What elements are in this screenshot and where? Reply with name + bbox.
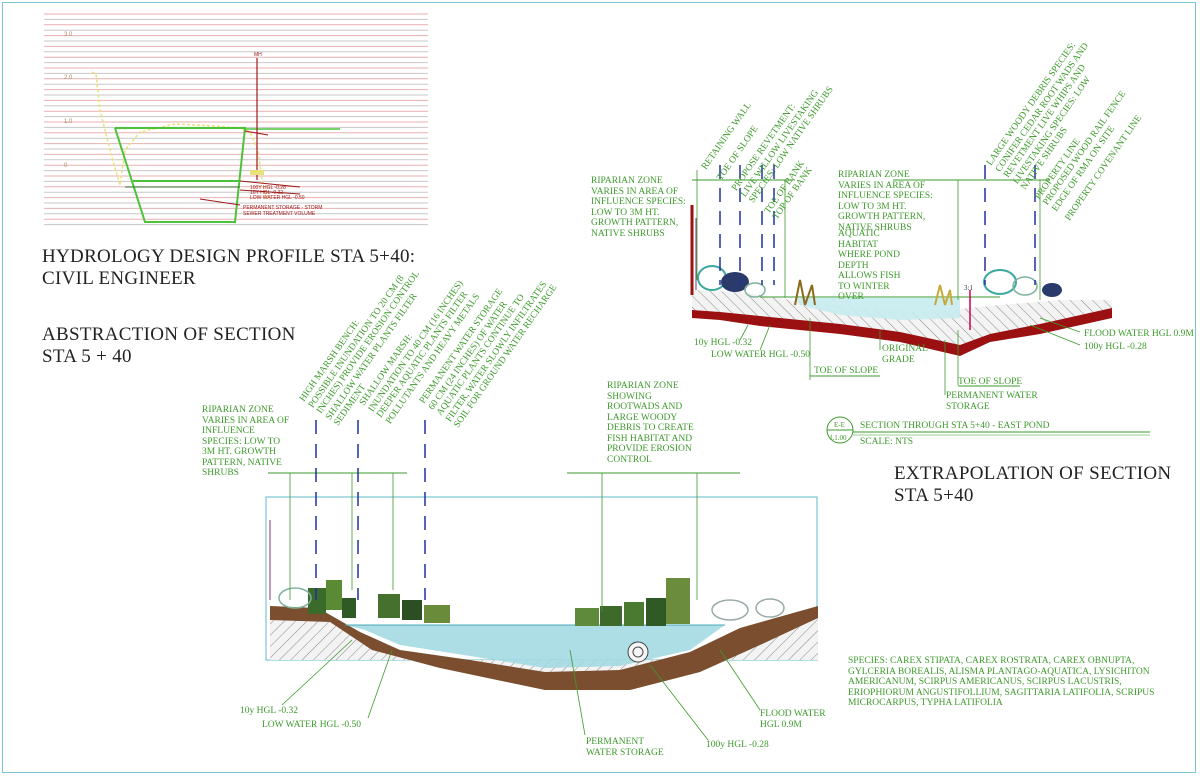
profile-leader-3	[199, 198, 241, 206]
section-id: E-E	[834, 421, 845, 429]
profile-pond-outline	[114, 127, 247, 223]
extrapolation-riparian-left: RIPARIAN ZONE VARIES IN AREA OF INFLUENC…	[591, 176, 686, 239]
abstraction-low-water: LOW WATER HGL -0.50	[262, 720, 362, 730]
abstraction-riparian-right: RIPARIAN ZONE SHOWING ROOTWADS AND LARGE…	[607, 381, 694, 465]
profile-leader-2	[239, 189, 301, 195]
profile-label-100y: 100y HGL -0.28	[250, 185, 286, 191]
profile-label-perm: PERMANENT STORAGE - STORM	[243, 205, 323, 211]
profile-leader-4	[244, 130, 269, 136]
extrapolation-water	[795, 298, 960, 320]
abstraction-flood: FLOOD WATER HGL 0.9M	[760, 709, 826, 730]
abstraction-permanent: PERMANENT WATER STORAGE	[586, 737, 664, 758]
profile-label-10y: 10y HGL -0.32	[250, 190, 284, 196]
abstraction-vegetation-left	[278, 580, 450, 623]
extrapolation-subsoil	[692, 290, 1112, 354]
abstraction-hgl-100y: 100y HGL -0.28	[706, 740, 769, 750]
extrapolation-title-line1: EXTRAPOLATION OF SECTION	[894, 463, 1172, 484]
section-caption: SECTION THROUGH STA 5+40 - EAST POND	[860, 421, 1050, 431]
abstraction-topsoil	[270, 606, 818, 690]
sheet-id: L1.00	[830, 434, 847, 442]
extrapolation-original-grade: ORIGINAL GRADE	[882, 344, 928, 365]
abstraction-pipe	[627, 641, 649, 663]
extrapolation-vegetation	[697, 265, 1062, 306]
extrapolation-clay-liner	[692, 308, 1112, 356]
extrapolation-toe-left: TOE OF SLOPE	[814, 366, 879, 376]
abstraction-vegetation-right	[575, 578, 785, 626]
abstraction-riparian-left: RIPARIAN ZONE VARIES IN AREA OF INFLUENC…	[202, 405, 290, 478]
abstraction-hgl-10y: 10y HGL -0.32	[240, 706, 298, 716]
species-list: SPECIES: CAREX STIPATA, CAREX ROSTRATA, …	[848, 656, 1155, 708]
profile-label-low: LOW WATER HGL -0.50	[250, 195, 305, 201]
extrapolation-low-water: LOW WATER HGL -0.50	[711, 350, 811, 360]
profile-label-sewer: SEWER TREATMENT VOLUME	[243, 211, 316, 217]
extrapolation-riparian-right: RIPARIAN ZONE VARIES IN AREA OF INFLUENC…	[838, 170, 933, 233]
profile-y-tick-1: 1.0	[64, 119, 73, 125]
profile-y-tick-3: 3.0	[64, 32, 73, 38]
abstraction-title-line1: ABSTRACTION OF SECTION	[42, 324, 296, 345]
extrapolation-toe-right: TOE OF SLOPE	[958, 377, 1023, 387]
profile-y-tick-2: 2.0	[64, 75, 73, 81]
extrapolation-title-line2: STA 5+40	[894, 485, 974, 506]
extrapolation-aquatic: AQUATIC HABITAT WHERE POND DEPTH ALLOWS …	[838, 229, 901, 302]
profile-marker	[250, 170, 264, 175]
abstraction-title-line2: STA 5 + 40	[42, 346, 132, 367]
hydrology-title-line1: HYDROLOGY DESIGN PROFILE STA 5+40:	[42, 246, 416, 267]
profile-label-mh: MH	[254, 52, 262, 58]
profile-leader-1	[239, 180, 301, 188]
extrapolation-permanent: PERMANENT WATER STORAGE	[946, 391, 1038, 412]
extrapolation-slope: 3:1	[964, 284, 973, 292]
hydrology-title-line2: CIVIL ENGINEER	[42, 268, 196, 289]
extrapolation-hgl-10y: 10y HGL -0.32	[694, 338, 752, 348]
profile-y-tick-0: 0	[64, 163, 68, 169]
extrapolation-flood: FLOOD WATER HGL 0.9M	[1084, 329, 1194, 339]
extrapolation-hgl-100y: 100y HGL -0.28	[1084, 342, 1147, 352]
section-scale: SCALE: NTS	[860, 437, 914, 447]
